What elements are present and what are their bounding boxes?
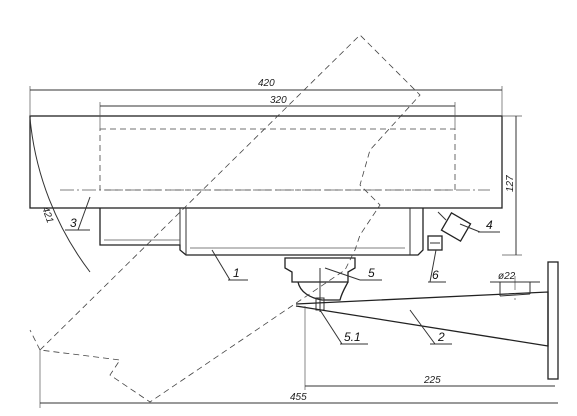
radius-arc [29,117,91,273]
dim-420: 420 [258,78,275,89]
dim-dia-22: ø22 [498,271,516,282]
part-label-5-1: 5.1 [344,330,361,344]
camera-body [99,208,424,256]
part-label-5: 5 [368,266,375,280]
dim-127: 127 [505,175,516,192]
dimension-lines [29,86,558,408]
dim-455: 455 [290,392,307,403]
camera-housing [29,115,503,209]
connector [427,235,443,251]
dim-225: 225 [423,375,441,386]
leader-lines [65,196,500,345]
wall-bracket [295,261,559,380]
part-label-1: 1 [233,266,240,280]
swivel-mount [284,257,356,312]
part-label-2: 2 [437,330,445,344]
part-label-4: 4 [486,218,493,232]
part-label-6: 6 [432,268,439,282]
dim-421: 421 [39,205,55,224]
dim-320: 320 [270,95,287,106]
cable-gland [437,211,472,243]
part-label-3: 3 [70,216,77,230]
tilted-housing-outline [29,34,421,403]
